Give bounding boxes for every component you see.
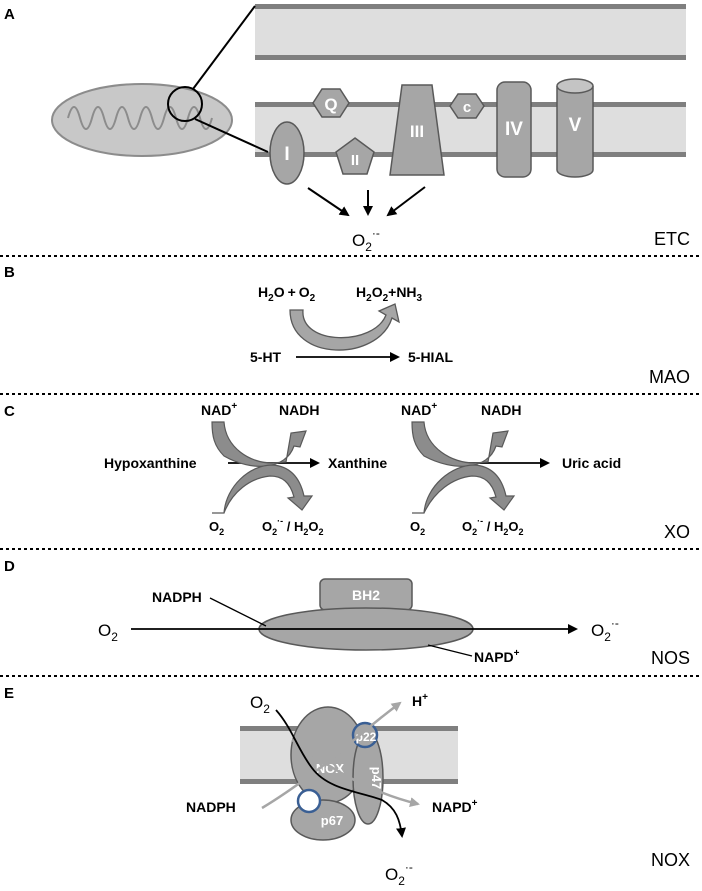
- xo-nad-arrow-2: [411, 421, 509, 467]
- carrier-c: c: [449, 93, 485, 119]
- mao-cofactor-arrow: [289, 303, 400, 351]
- zoom-line-top: [192, 5, 256, 90]
- complex-v: V: [556, 78, 594, 178]
- xo-reaction-2: NAD+ NADH O2 O2·- / H2O2: [401, 401, 550, 537]
- panel-c: C Hypoxanthine Xanthine Uric acid NAD+ N…: [4, 401, 690, 542]
- napd-arrow: [291, 738, 420, 807]
- complex-v-label: V: [569, 115, 582, 136]
- xo-nad-2: NAD+: [401, 401, 437, 418]
- nox-superoxide: O2·-: [385, 860, 413, 888]
- panel-e: E NOX p22 p47 p67 O2 H+ NADPH NAPD+ O2·-…: [4, 685, 690, 888]
- mao-substrate: 5-HT: [250, 349, 282, 365]
- nos-napd: NAPD+: [474, 648, 520, 665]
- carrier-q: Q: [312, 88, 350, 118]
- panel-d: D BH2 O2 O2·- NADPH NAPD+ NOS: [4, 558, 690, 668]
- panel-e-name: NOX: [651, 850, 690, 870]
- zoom-circle: [167, 86, 203, 122]
- nos-o2: O2: [98, 621, 118, 644]
- panel-d-name: NOS: [651, 648, 690, 668]
- nos-napd-line: [427, 644, 473, 657]
- panel-e-letter: E: [4, 685, 14, 702]
- p67-label: p67: [321, 813, 343, 828]
- xo-nad-1: NAD+: [201, 401, 237, 418]
- complex-iii-label: III: [410, 122, 424, 141]
- electron-arrow: [275, 709, 406, 838]
- panel-b: B H2O+O2 H2O2+NH3 5-HT 5-HIAL MAO: [4, 264, 690, 387]
- nos-nadph-line: [209, 597, 267, 627]
- xo-xanthine: Xanthine: [328, 455, 387, 471]
- etc-arrow-left: [307, 187, 350, 217]
- complex-i-label: I: [284, 144, 289, 165]
- xo-o2-arrow-2: [412, 464, 516, 514]
- xo-ros-2: O2·- / H2O2: [462, 516, 524, 537]
- xo-nadh-2: NADH: [481, 402, 521, 418]
- panel-c-letter: C: [4, 403, 15, 420]
- complex-ii-label: II: [351, 152, 359, 169]
- panel-a-name: ETC: [654, 229, 690, 249]
- mao-coproduct: H2O2+NH3: [356, 284, 423, 304]
- xo-ros-1: O2·- / H2O2: [262, 516, 324, 537]
- panel-c-name: XO: [664, 522, 690, 542]
- complex-iv-label: IV: [505, 119, 523, 140]
- carrier-q-label: Q: [324, 95, 337, 114]
- panel-b-name: MAO: [649, 367, 690, 387]
- xo-nad-arrow-1: [211, 421, 307, 467]
- carrier-c-label: c: [463, 99, 471, 116]
- panel-a-letter: A: [4, 6, 15, 23]
- mao-product: 5-HIAL: [408, 349, 454, 365]
- p67-binding-site: [296, 788, 322, 814]
- complex-iii: III: [389, 84, 445, 176]
- zoom-line-bottom: [194, 118, 269, 153]
- mao-cosubstrate: H2O+O2: [258, 284, 316, 304]
- xo-hypoxanthine: Hypoxanthine: [104, 455, 197, 471]
- mitochondrion-illustration: [51, 83, 233, 157]
- xo-o2-1: O2: [209, 519, 224, 537]
- p47-label: p47: [369, 767, 384, 789]
- nox-o2: O2: [250, 693, 270, 716]
- proton-arrow: [261, 701, 402, 810]
- nox-proton: H+: [412, 692, 428, 709]
- etc-superoxide: O2·-: [352, 226, 380, 254]
- complex-i: I: [269, 121, 305, 185]
- bh2-label: BH2: [352, 587, 380, 603]
- xo-o2-arrow-1: [212, 464, 314, 514]
- panel-a: A I Q: [4, 4, 690, 254]
- xo-nadh-1: NADH: [279, 402, 319, 418]
- xo-uric-acid: Uric acid: [562, 455, 621, 471]
- p22-subunit: [351, 721, 379, 749]
- etc-arrow-right: [386, 186, 426, 217]
- nox-napd: NAPD+: [432, 798, 478, 815]
- nos-nadph: NADPH: [152, 589, 202, 605]
- xo-o2-2: O2: [410, 519, 425, 537]
- complex-ii: II: [335, 137, 375, 175]
- nox-nadph: NADPH: [186, 799, 236, 815]
- nos-superoxide: O2·-: [591, 616, 619, 644]
- complex-iv: IV: [496, 81, 532, 178]
- xo-reaction-1: NAD+ NADH O2 O2·- / H2O2: [201, 401, 324, 537]
- zoom-membrane: [255, 4, 686, 60]
- panel-d-letter: D: [4, 558, 15, 575]
- panel-b-letter: B: [4, 264, 15, 281]
